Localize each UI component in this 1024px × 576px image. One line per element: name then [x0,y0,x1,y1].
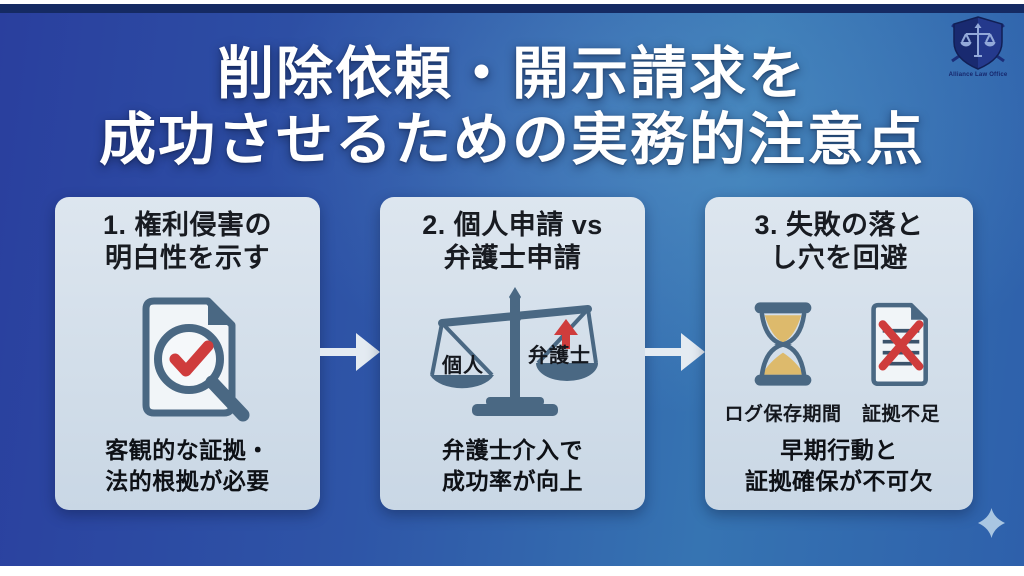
balance-scale-icon [430,287,598,416]
card-3-title: 3. 失敗の落と し穴を回避 [705,209,973,276]
logo-text: Alliance Law Office [948,72,1008,78]
document-x-icon [871,302,928,387]
card-3-caption: 早期行動と 証拠確保が不可欠 [705,435,973,496]
card-1-caption-line2: 法的根拠が必要 [105,467,270,494]
shield-scales-icon [951,16,1005,70]
card-2-caption: 弁護士介入で 成功率が向上 [380,435,645,496]
card-2-title: 2. 個人申請 vs 弁護士申請 [380,209,645,276]
card-1-title: 1. 権利侵害の 明白性を示す [55,209,320,276]
bottom-white-strip [0,566,1024,576]
step-card-1: 1. 権利侵害の 明白性を示す 客観的な証拠・ 法的根拠が必要 [55,197,320,510]
card-1-caption: 客観的な証拠・ 法的根拠が必要 [55,435,320,496]
card-2-caption-line1: 弁護士介入で [442,437,583,464]
card-2-caption-line2: 成功率が向上 [442,467,583,494]
card-3-caption-line2: 証拠確保が不可欠 [745,467,933,494]
page-title-line2: 成功させるための実務的注意点 [99,108,925,173]
step-card-2: 2. 個人申請 vs 弁護士申請 個人 弁護士 弁護士介入で 成功率が向上 [380,197,645,510]
right-arrow-icon [645,333,705,371]
step-card-3: 3. 失敗の落と し穴を回避 ログ保存期間 [705,197,973,510]
page-title-line1: 削除依頼・開示請求を [217,42,807,106]
card-3-caption-line1: 早期行動と [780,437,898,464]
card-3-title-line1: 3. 失敗の落と [754,210,924,240]
hourglass-icon [754,302,812,386]
sparkle-icon [978,508,1005,538]
top-navy-bar [0,4,1024,13]
scale-left-label: 個人 [442,355,484,377]
document-magnifier-check-icon [142,297,250,422]
scale-right-label: 弁護士 [528,345,591,367]
card-1-title-line2: 明白性を示す [105,243,270,274]
insufficient-evidence-label: 証拠不足 [861,404,940,425]
card-2-title-line1: 2. 個人申請 vs [422,210,603,240]
card-2-title-line2: 弁護士申請 [443,243,582,274]
law-office-logo: Alliance Law Office [940,15,1016,78]
page-title: 削除依頼・開示請求を 成功させるための実務的注意点 [0,41,1024,173]
slide-background: 削除依頼・開示請求を 成功させるための実務的注意点 [0,13,1024,566]
insufficient-evidence-item: 証拠不足 [836,299,966,426]
card-3-title-line2: し穴を回避 [770,243,908,274]
log-retention-label: ログ保存期間 [724,404,842,425]
right-arrow-icon [320,333,380,371]
card-1-title-line1: 1. 権利侵害の [102,210,273,240]
card-1-caption-line1: 客観的な証拠・ [105,437,270,464]
log-retention-item: ログ保存期間 [718,299,848,426]
top-white-strip [0,0,1024,4]
